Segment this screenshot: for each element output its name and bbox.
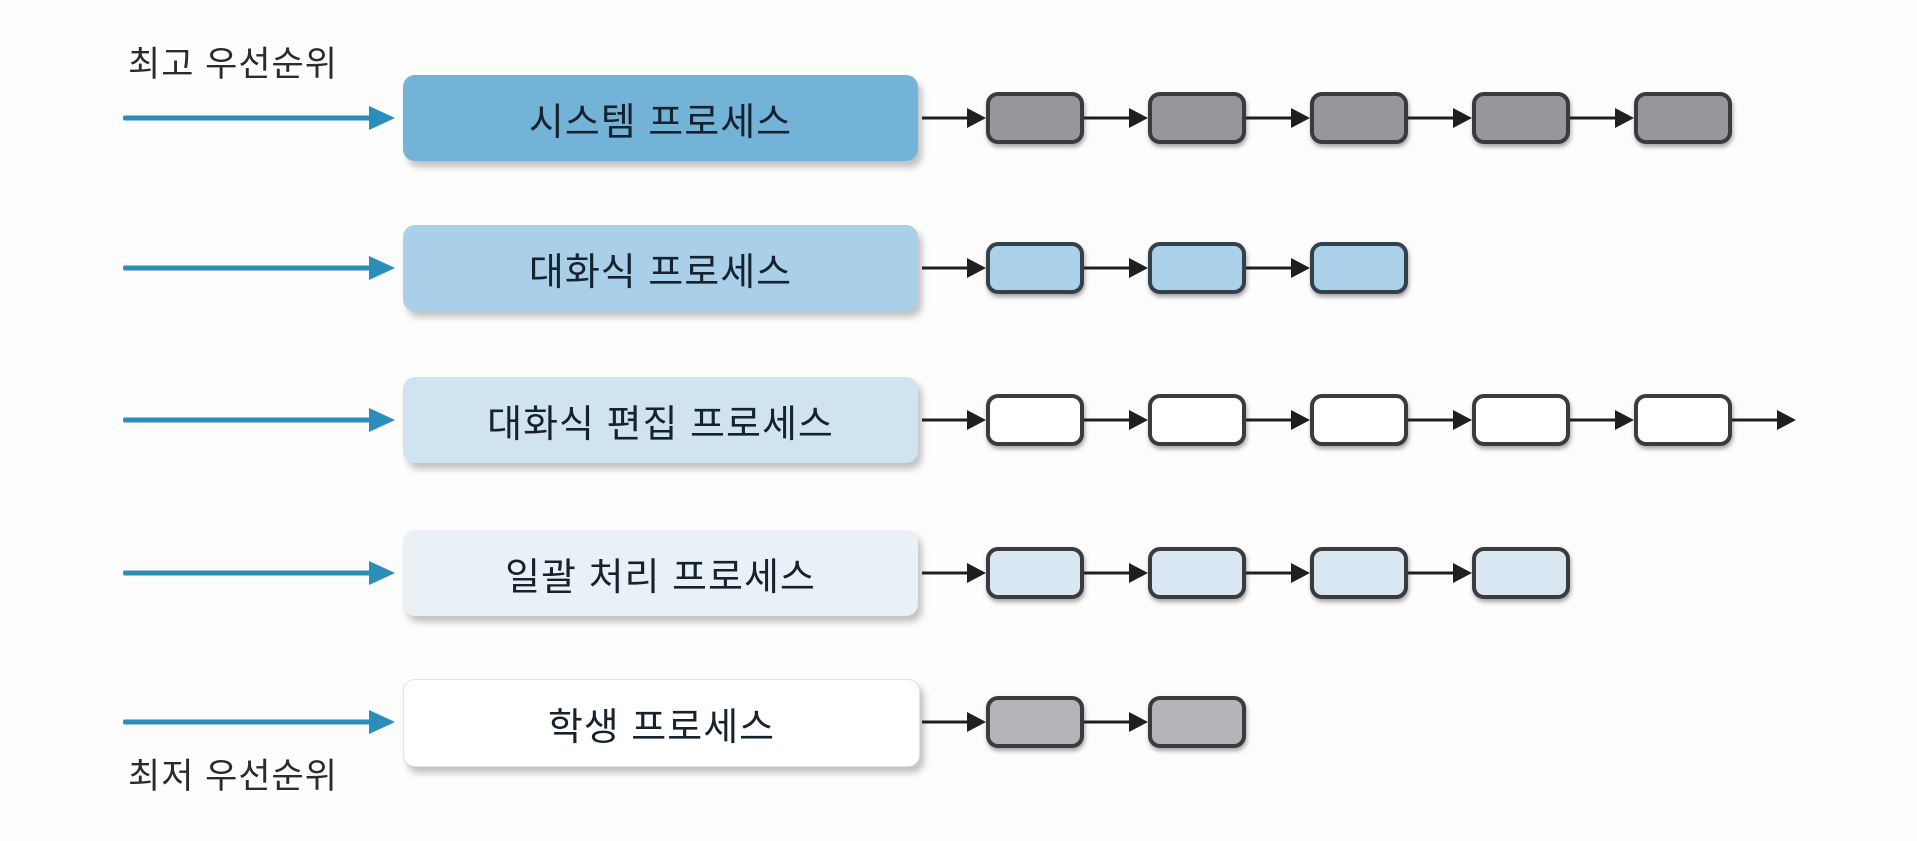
connector-arrow-icon	[922, 256, 986, 280]
connector-arrow-icon	[922, 561, 986, 585]
queue-label: 학생 프로세스	[547, 706, 776, 749]
lowest-priority-label: 최저 우선순위	[128, 757, 338, 796]
process-node	[1310, 547, 1408, 599]
priority-arrow-icon	[123, 710, 395, 734]
process-node	[1634, 92, 1732, 144]
connector-arrow-icon	[1246, 256, 1310, 280]
connector-arrow-icon	[922, 710, 986, 734]
connector-arrow-icon	[1570, 106, 1634, 130]
connector-arrow-icon	[1084, 408, 1148, 432]
priority-arrow-icon	[123, 408, 395, 432]
process-node	[1634, 394, 1732, 446]
node-chain	[922, 394, 1796, 446]
connector-arrow-icon	[922, 106, 986, 130]
connector-arrow-icon	[1084, 256, 1148, 280]
queue-label: 시스템 프로세스	[528, 101, 793, 144]
queue-label: 일괄 처리 프로세스	[505, 556, 816, 599]
process-node	[1310, 92, 1408, 144]
connector-arrow-icon	[1246, 408, 1310, 432]
process-node	[1472, 92, 1570, 144]
process-node	[1472, 547, 1570, 599]
queue-box: 대화식 편집 프로세스	[403, 377, 918, 463]
connector-arrow-icon	[1732, 408, 1796, 432]
queue-row: 대화식 편집 프로세스	[0, 377, 1917, 463]
connector-arrow-icon	[1408, 561, 1472, 585]
queue-box: 시스템 프로세스	[403, 75, 918, 161]
connector-arrow-icon	[1570, 408, 1634, 432]
process-node	[1310, 242, 1408, 294]
connector-arrow-icon	[922, 408, 986, 432]
process-node	[1148, 242, 1246, 294]
process-node	[986, 242, 1084, 294]
queue-label: 대화식 편집 프로세스	[487, 403, 834, 446]
process-node	[1148, 547, 1246, 599]
node-chain	[922, 242, 1408, 294]
node-chain	[922, 696, 1246, 748]
process-node	[986, 394, 1084, 446]
queue-row: 학생 프로세스	[0, 679, 1917, 767]
connector-arrow-icon	[1084, 106, 1148, 130]
priority-arrow-icon	[123, 106, 395, 130]
process-node	[986, 92, 1084, 144]
connector-arrow-icon	[1408, 106, 1472, 130]
connector-arrow-icon	[1246, 106, 1310, 130]
connector-arrow-icon	[1408, 408, 1472, 432]
queue-box: 학생 프로세스	[403, 679, 920, 767]
queue-row: 시스템 프로세스	[0, 75, 1917, 161]
connector-arrow-icon	[1084, 710, 1148, 734]
connector-arrow-icon	[1084, 561, 1148, 585]
priority-arrow-icon	[123, 561, 395, 585]
queue-row: 대화식 프로세스	[0, 225, 1917, 311]
process-node	[1148, 92, 1246, 144]
highest-priority-label: 최고 우선순위	[128, 45, 338, 84]
process-node	[986, 696, 1084, 748]
queue-label: 대화식 프로세스	[528, 251, 793, 294]
node-chain	[922, 92, 1732, 144]
node-chain	[922, 547, 1570, 599]
connector-arrow-icon	[1246, 561, 1310, 585]
process-node	[1310, 394, 1408, 446]
queue-box: 대화식 프로세스	[403, 225, 918, 311]
queue-box: 일괄 처리 프로세스	[403, 530, 918, 616]
process-node	[1472, 394, 1570, 446]
queue-row: 일괄 처리 프로세스	[0, 530, 1917, 616]
priority-arrow-icon	[123, 256, 395, 280]
process-node	[986, 547, 1084, 599]
process-node	[1148, 394, 1246, 446]
process-node	[1148, 696, 1246, 748]
